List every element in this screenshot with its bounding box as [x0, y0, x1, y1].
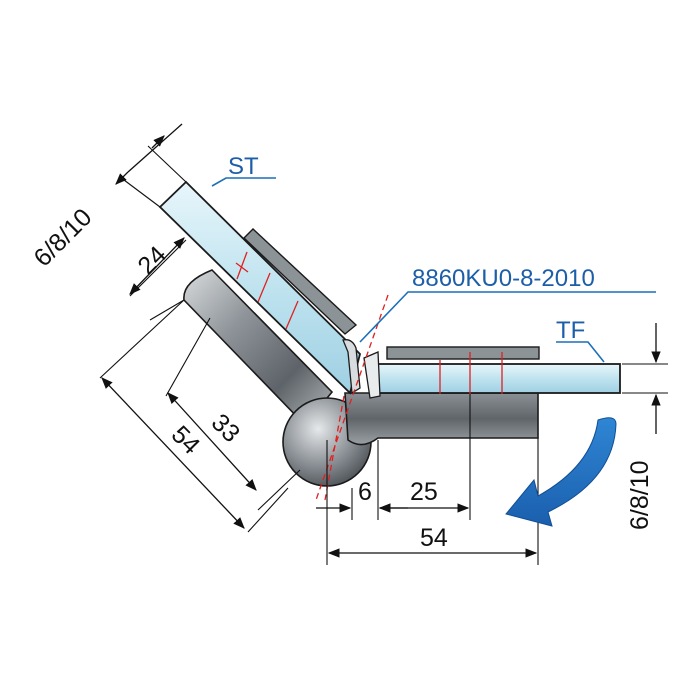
dim-glass-thickness-left: 6/8/10 [28, 203, 97, 272]
right-dimensions [622, 323, 668, 434]
callout-leaders [211, 177, 656, 363]
right-cover-plate [386, 346, 540, 360]
left-cover-plate [242, 228, 358, 335]
left-dimensions [99, 123, 301, 533]
curved-arrow-icon [505, 417, 617, 527]
dim-25: 25 [410, 478, 438, 506]
dim-24: 24 [132, 241, 172, 281]
dim-glass-thickness-right: 6/8/10 [626, 460, 654, 530]
dim-6: 6 [358, 478, 372, 506]
dim-54-left: 54 [166, 420, 206, 460]
red-section-marks [235, 251, 503, 501]
bottom-dimensions [316, 394, 539, 565]
left-hinge-block [183, 269, 334, 427]
callout-st: ST [228, 153, 259, 180]
right-glass-panel [374, 363, 621, 394]
right-hinge-block [344, 392, 539, 446]
callout-part-number: 8860KU0-8-2010 [412, 265, 595, 292]
dim-54-bottom: 54 [420, 524, 448, 552]
callout-tf: TF [556, 317, 585, 344]
left-glass-panel [158, 180, 362, 395]
